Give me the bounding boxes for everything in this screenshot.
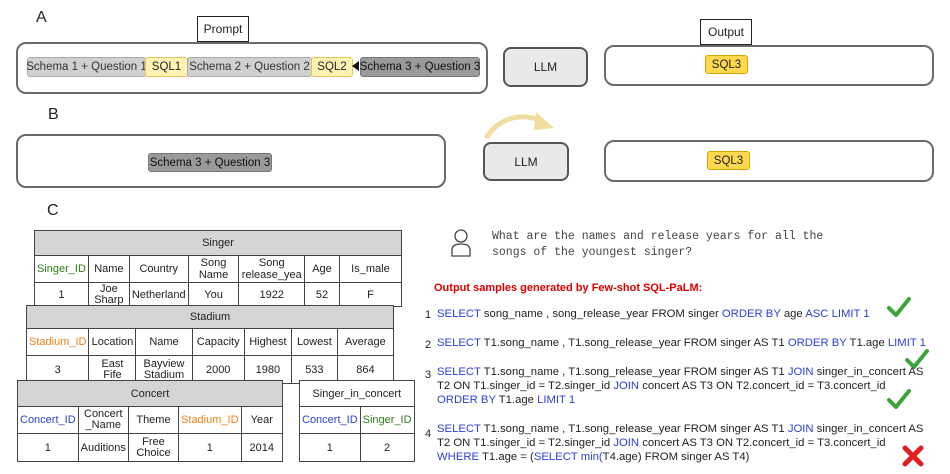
- sql3-output-chip-a: SQL3: [705, 55, 748, 74]
- concert-table-title: Concert: [17, 380, 283, 407]
- sample-number: 2: [425, 339, 432, 351]
- stadium-cell: 3: [25, 355, 90, 384]
- singer-cell: 52: [304, 282, 340, 307]
- singer-header-song-name: Song Name: [187, 255, 240, 283]
- stadium-header-lowest: Lowest: [290, 328, 338, 356]
- singer-cell: 1: [34, 282, 89, 307]
- singer-in-concert-table-title: Singer_in_concert: [299, 380, 415, 407]
- stadium-header-highest: Highest: [243, 328, 292, 356]
- llm-box-b: LLM: [483, 142, 569, 181]
- check-icon: [887, 389, 911, 409]
- schema3-question3-chip-b: Schema 3 + Question 3: [148, 153, 272, 172]
- sample-number: 1: [425, 309, 432, 321]
- sample-number: 3: [425, 369, 432, 381]
- stadium-header-location: Location: [88, 328, 137, 356]
- sql-sample-1: SELECT song_name , song_release_year FRO…: [437, 308, 870, 320]
- cross-icon: [902, 445, 924, 467]
- check-icon: [887, 297, 911, 317]
- concert-cell: 1: [178, 433, 242, 462]
- stadium-table-title: Stadium: [26, 305, 394, 329]
- question-line-2: songs of the youngest singer?: [492, 246, 693, 259]
- sic-cell: 2: [359, 433, 415, 462]
- singer-header-singer-id: Singer_ID: [34, 255, 89, 283]
- sql3-output-chip-b: SQL3: [707, 151, 750, 170]
- schema1-question1-chip: Schema 1 + Question 1: [26, 57, 147, 77]
- sample-number: 4: [425, 428, 432, 440]
- singer-cell: You: [187, 282, 240, 307]
- stadium-header-stadium-id: Stadium_ID: [25, 328, 90, 356]
- sic-header-concert-id: Concert_ID: [299, 406, 361, 434]
- concert-header-theme: Theme: [127, 406, 180, 434]
- sic-header-singer-id: Singer_ID: [359, 406, 415, 434]
- curved-arrow-icon: [483, 112, 554, 140]
- sql2-chip: SQL2: [311, 57, 353, 77]
- stadium-cell: Bayview Stadium: [135, 355, 193, 384]
- person-icon: [451, 229, 471, 257]
- singer-cell: Netherland: [128, 282, 189, 307]
- sql-sample-3: SELECT T1.song_name , T1.song_release_ye…: [437, 366, 924, 406]
- concert-header-stadium-id: Stadium_ID: [178, 406, 242, 434]
- singer-header-age: Age: [304, 255, 340, 283]
- singer-cell: Joe Sharp: [87, 282, 130, 307]
- concert-header-year: Year: [240, 406, 284, 434]
- arrow-left-icon: [352, 61, 359, 71]
- stadium-header-average: Average: [336, 328, 395, 356]
- section-b-letter: B: [48, 106, 59, 123]
- stadium-cell: 864: [336, 355, 395, 384]
- check-icon: [905, 349, 929, 369]
- concert-table: Concert Concert_ID Concert _Name Theme S…: [17, 380, 284, 462]
- output-box-b: [604, 140, 934, 182]
- singer-cell: 1922: [238, 282, 306, 307]
- llm-box-a: LLM: [503, 47, 588, 87]
- schema2-question2-chip: Schema 2 + Question 2: [187, 57, 312, 77]
- concert-cell: 2014: [240, 433, 284, 462]
- singer-header-is-male: Is_male: [338, 255, 403, 283]
- singer-header-country: Country: [128, 255, 189, 283]
- singer-table: Singer Singer_ID Name Country Song Name …: [34, 230, 403, 307]
- question-line-1: What are the names and release years for…: [492, 230, 824, 243]
- singer-cell: F: [338, 282, 403, 307]
- stadium-header-capacity: Capacity: [191, 328, 245, 356]
- schema3-question3-chip: Schema 3 + Question 3: [360, 57, 480, 77]
- output-label: Output: [700, 19, 752, 45]
- sql-sample-2: SELECT T1.song_name , T1.song_release_ye…: [437, 337, 926, 349]
- concert-header-concert-id: Concert_ID: [17, 406, 79, 434]
- concert-cell: Auditions: [77, 433, 129, 462]
- stadium-cell: 533: [290, 355, 338, 384]
- singer-in-concert-table: Singer_in_concert Concert_ID Singer_ID 1…: [299, 380, 415, 462]
- samples-title: Output samples generated by Few-shot SQL…: [434, 282, 703, 294]
- singer-header-name: Name: [87, 255, 130, 283]
- sql1-chip: SQL1: [145, 57, 188, 77]
- concert-cell: 1: [17, 433, 79, 462]
- concert-header-concert-name: Concert _Name: [77, 406, 129, 434]
- section-a-letter: A: [36, 9, 47, 26]
- concert-cell: Free Choice: [127, 433, 180, 462]
- section-c-letter: C: [47, 202, 59, 219]
- stadium-table: Stadium Stadium_ID Location Name Capacit…: [25, 305, 395, 384]
- stadium-header-name: Name: [135, 328, 193, 356]
- stadium-cell: 2000: [191, 355, 245, 384]
- prompt-label: Prompt: [197, 16, 249, 42]
- sql-sample-4: SELECT T1.song_name , T1.song_release_ye…: [437, 423, 924, 463]
- sic-cell: 1: [299, 433, 361, 462]
- singer-table-title: Singer: [34, 230, 402, 256]
- output-box-a: [604, 45, 934, 86]
- singer-header-song-release-year: Song release_yea: [238, 255, 306, 283]
